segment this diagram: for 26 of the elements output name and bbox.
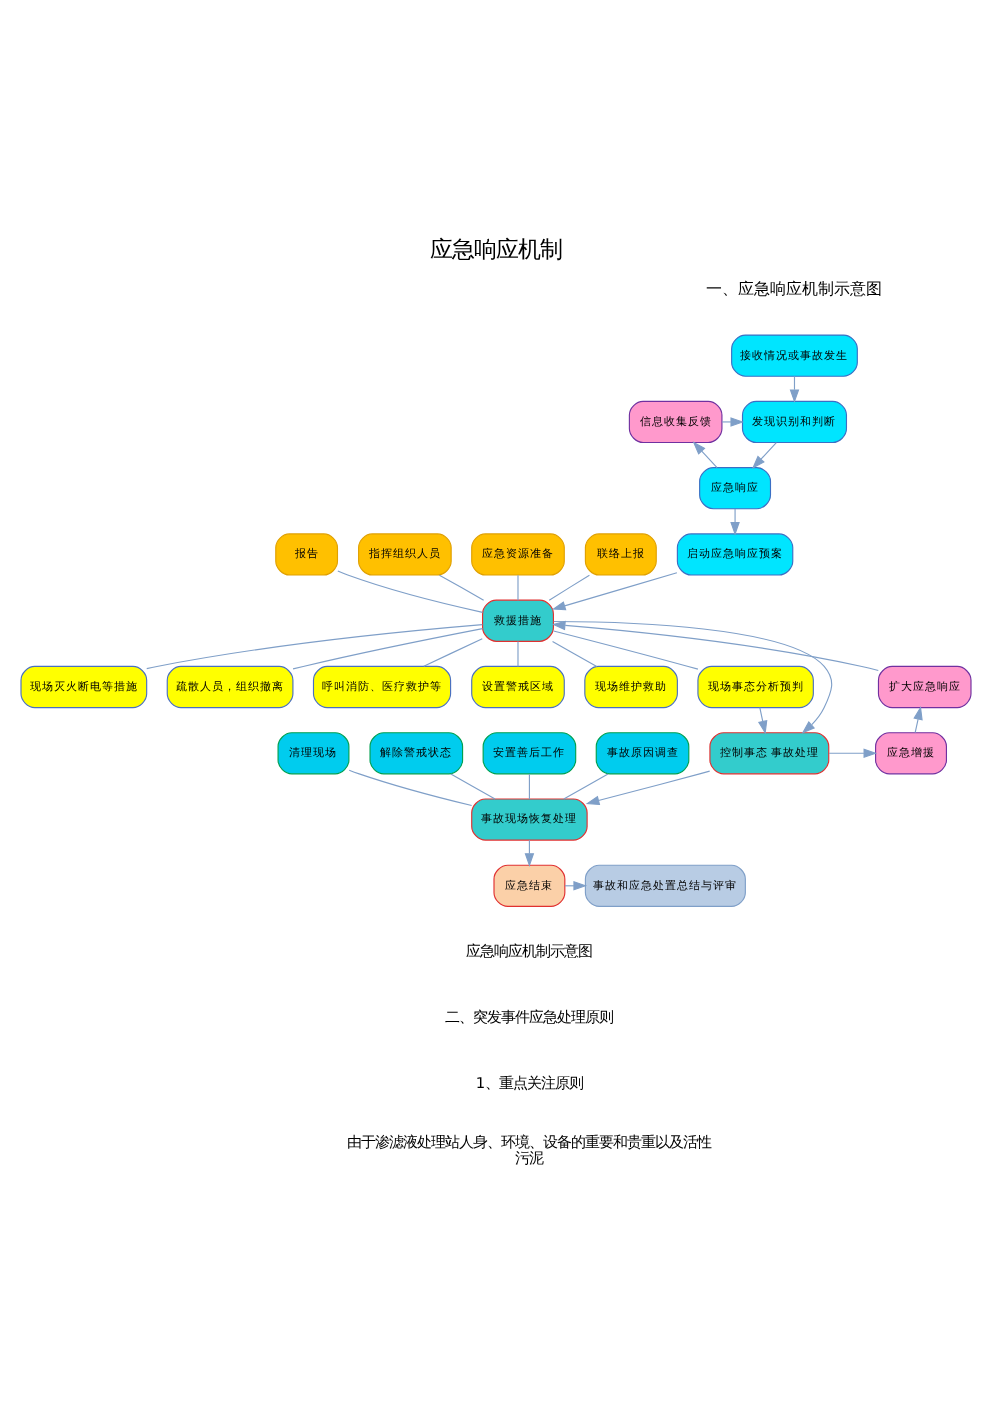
connector bbox=[146, 623, 483, 669]
connector bbox=[292, 627, 484, 669]
arrow bbox=[757, 706, 768, 734]
arrow bbox=[553, 619, 833, 733]
connector bbox=[450, 772, 496, 799]
connector bbox=[438, 573, 485, 600]
connector bbox=[551, 639, 598, 666]
arrow bbox=[551, 571, 678, 610]
arrow bbox=[692, 440, 718, 468]
arrow bbox=[828, 747, 878, 758]
arrow bbox=[551, 619, 879, 671]
connector bbox=[348, 768, 473, 806]
diagram-title: 应急响应机制 bbox=[430, 234, 562, 263]
arrow bbox=[913, 705, 923, 733]
connector bbox=[553, 629, 699, 669]
arrow bbox=[721, 416, 745, 426]
connector bbox=[337, 569, 484, 612]
arrow bbox=[730, 507, 740, 535]
connector bbox=[423, 637, 483, 666]
connector bbox=[517, 573, 519, 600]
arrow bbox=[585, 769, 711, 805]
connector bbox=[563, 772, 609, 799]
connector bbox=[528, 772, 530, 799]
connector bbox=[517, 639, 519, 666]
connector bbox=[548, 573, 590, 600]
arrow bbox=[751, 441, 777, 468]
